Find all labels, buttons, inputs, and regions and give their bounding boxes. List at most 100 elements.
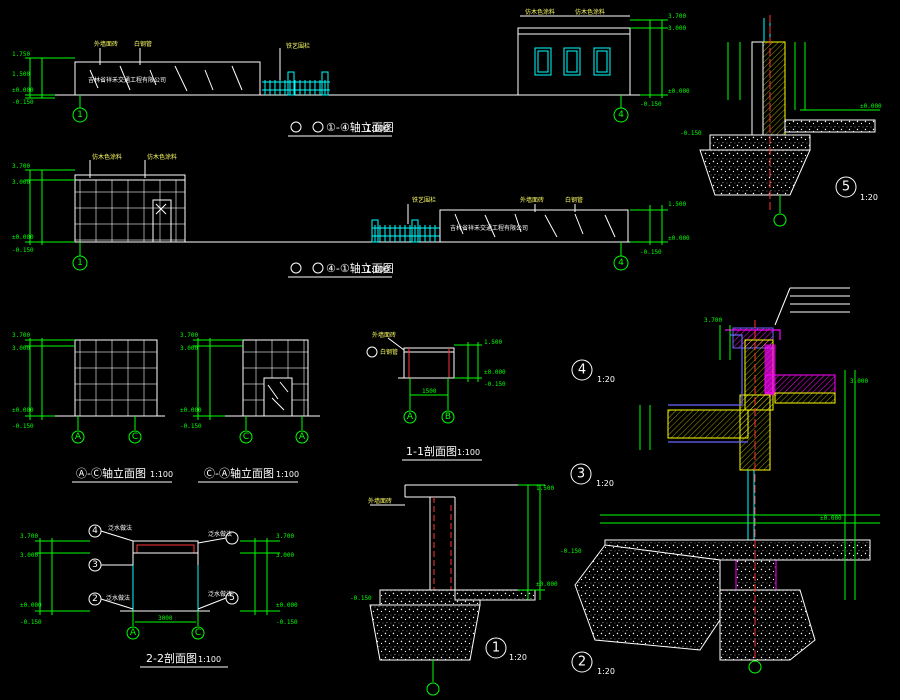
section-2-2: 4 3 2 5 泛水做法 泛水做法 泛水做法 泛水做法 3.700 3.000 … — [20, 524, 298, 668]
svg-text:±0.000: ±0.000 — [668, 235, 690, 242]
svg-text:-0.150: -0.150 — [560, 548, 582, 555]
svg-text:泛水做法: 泛水做法 — [108, 524, 132, 532]
svg-text:白钢管: 白钢管 — [134, 40, 152, 48]
svg-text:3000: 3000 — [158, 615, 173, 622]
svg-text:±0.000: ±0.000 — [860, 103, 882, 110]
svg-text:3: 3 — [92, 560, 98, 570]
svg-text:2: 2 — [578, 655, 586, 670]
svg-text:C: C — [195, 628, 201, 638]
svg-text:A: A — [130, 628, 137, 638]
svg-text:4: 4 — [92, 526, 98, 536]
svg-text:Ⓐ-Ⓒ轴立面图: Ⓐ-Ⓒ轴立面图 — [76, 466, 146, 480]
svg-text:1:100: 1:100 — [198, 655, 221, 664]
svg-text:3.000: 3.000 — [180, 345, 198, 352]
svg-text:1:100: 1:100 — [366, 124, 389, 133]
svg-text:1-1剖面图: 1-1剖面图 — [406, 444, 457, 458]
svg-text:-0.150: -0.150 — [680, 130, 702, 137]
svg-text:仿木色涂料: 仿木色涂料 — [575, 8, 605, 16]
svg-text:±0.000: ±0.000 — [12, 407, 34, 414]
svg-text:C: C — [243, 432, 249, 442]
svg-text:±0.000: ±0.000 — [180, 407, 202, 414]
svg-text:±0.000: ±0.000 — [20, 602, 42, 609]
svg-text:1:100: 1:100 — [366, 265, 389, 274]
elevation-4-1: 吉林省祥禾交通工程有限公司 仿木色涂料 仿木色涂料 铁艺围栏 外墙面砖 白钢管 … — [12, 153, 690, 278]
svg-text:1500: 1500 — [422, 388, 437, 395]
svg-text:外墙面砖: 外墙面砖 — [372, 331, 396, 339]
svg-text:1:20: 1:20 — [509, 653, 527, 662]
svg-text:±0.000: ±0.000 — [820, 515, 842, 522]
svg-text:A: A — [299, 432, 306, 442]
svg-text:外墙面砖: 外墙面砖 — [94, 40, 118, 48]
svg-text:1.750: 1.750 — [12, 51, 30, 58]
windows — [534, 47, 611, 76]
svg-text:仿木色涂料: 仿木色涂料 — [92, 153, 122, 161]
svg-text:-0.150: -0.150 — [640, 101, 662, 108]
svg-text:白钢管: 白钢管 — [565, 196, 583, 204]
svg-text:1.500: 1.500 — [12, 71, 30, 78]
svg-text:3.700: 3.700 — [704, 317, 722, 324]
svg-text:±0.000: ±0.000 — [276, 602, 298, 609]
svg-text:±0.000: ±0.000 — [484, 369, 506, 376]
svg-text:1.500: 1.500 — [536, 485, 554, 492]
svg-text:3.000: 3.000 — [12, 179, 30, 186]
svg-text:C: C — [132, 432, 138, 442]
svg-text:外墙面砖: 外墙面砖 — [520, 196, 544, 204]
svg-text:吉林省祥禾交通工程有限公司: 吉林省祥禾交通工程有限公司 — [450, 224, 528, 232]
svg-text:-0.150: -0.150 — [640, 249, 662, 256]
elevation-1-4-title: ①-④轴立面图 — [326, 120, 394, 134]
svg-text:-0.150: -0.150 — [276, 619, 298, 626]
svg-text:④-①轴立面图: ④-①轴立面图 — [326, 261, 394, 275]
svg-text:A: A — [407, 412, 414, 422]
svg-text:白钢管: 白钢管 — [380, 348, 398, 356]
svg-text:泛水做法: 泛水做法 — [208, 590, 232, 598]
svg-text:A: A — [75, 432, 82, 442]
svg-text:仿木色涂料: 仿木色涂料 — [147, 153, 177, 161]
iron-fence — [262, 71, 330, 96]
detail-5: ±0.000 -0.150 5 1:20 — [680, 15, 882, 227]
svg-text:3.000: 3.000 — [276, 552, 294, 559]
svg-text:1:20: 1:20 — [860, 193, 878, 202]
svg-text:外墙面砖: 外墙面砖 — [368, 497, 392, 505]
svg-text:3.700: 3.700 — [668, 13, 686, 20]
detail-1: 外墙面砖 1.500 ±0.000 -0.150 1 1:20 — [350, 484, 558, 696]
svg-text:-0.150: -0.150 — [180, 423, 202, 430]
svg-text:1: 1 — [492, 641, 500, 656]
svg-text:-0.150: -0.150 — [12, 423, 34, 430]
svg-text:3.000: 3.000 — [20, 552, 38, 559]
svg-text:铁艺围栏: 铁艺围栏 — [286, 42, 310, 50]
svg-text:±0.000: ±0.000 — [12, 87, 34, 94]
svg-text:-0.150: -0.150 — [484, 381, 506, 388]
elevation-c-a: 3.700 3.000 ±0.000 -0.150 C A Ⓒ-Ⓐ轴立面图 1:… — [180, 332, 320, 483]
svg-text:1: 1 — [77, 258, 83, 268]
svg-text:3.700: 3.700 — [20, 533, 38, 540]
svg-text:1:20: 1:20 — [597, 667, 615, 676]
svg-text:-0.150: -0.150 — [20, 619, 42, 626]
svg-text:1: 1 — [77, 110, 83, 120]
svg-text:仿木色涂料: 仿木色涂料 — [525, 8, 555, 16]
svg-text:1:100: 1:100 — [276, 470, 299, 479]
svg-text:2-2剖面图: 2-2剖面图 — [146, 651, 197, 665]
section-1-1: 外墙面砖 白钢管 1.500 ±0.000 -0.150 1500 A B 1-… — [366, 331, 506, 461]
svg-text:4: 4 — [618, 258, 624, 268]
svg-text:3.700: 3.700 — [12, 163, 30, 170]
company-text: 吉林省祥禾交通工程有限公司 — [88, 76, 166, 84]
svg-text:-0.150: -0.150 — [12, 99, 34, 106]
svg-text:±0.000: ±0.000 — [12, 234, 34, 241]
svg-text:1:20: 1:20 — [597, 375, 615, 384]
svg-text:1:20: 1:20 — [596, 479, 614, 488]
svg-text:-0.150: -0.150 — [350, 595, 372, 602]
svg-text:4: 4 — [578, 363, 586, 378]
svg-text:4: 4 — [618, 110, 624, 120]
svg-text:5: 5 — [842, 180, 850, 195]
svg-text:3.700: 3.700 — [276, 533, 294, 540]
svg-text:±0.000: ±0.000 — [536, 581, 558, 588]
svg-text:1:100: 1:100 — [457, 448, 480, 457]
detail-2-3-4: 3.000 ±0.000 -0.150 3.700 4 1:20 3 1:20 … — [560, 287, 880, 676]
svg-text:3.700: 3.700 — [180, 332, 198, 339]
svg-text:3: 3 — [577, 467, 585, 482]
svg-text:3.700: 3.700 — [12, 332, 30, 339]
svg-text:±0.000: ±0.000 — [668, 88, 690, 95]
svg-text:5: 5 — [229, 593, 235, 603]
svg-text:泛水做法: 泛水做法 — [208, 530, 232, 538]
